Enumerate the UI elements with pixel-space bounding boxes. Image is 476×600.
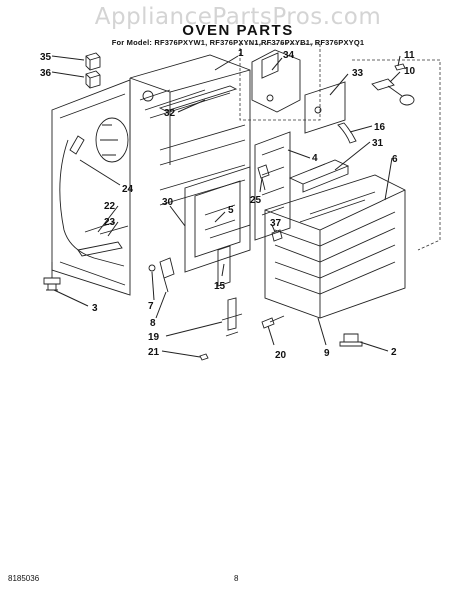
callout-33: 33	[352, 68, 364, 79]
diagram-title: OVEN PARTS	[182, 22, 294, 39]
callout-30: 30	[162, 197, 174, 208]
oven-parts-line-art	[43, 43, 441, 361]
callout-1: 1	[238, 48, 244, 59]
footer-page-number: 8	[234, 574, 239, 583]
callout-leader-lines	[51, 55, 401, 358]
callout-9: 9	[324, 348, 330, 359]
callout-7: 7	[148, 301, 154, 312]
callout-8: 8	[150, 318, 156, 329]
callout-32: 32	[164, 108, 176, 119]
callout-16: 16	[374, 122, 386, 133]
callout-34: 34	[283, 50, 295, 61]
callout-37: 37	[270, 218, 282, 229]
callout-5: 5	[228, 205, 234, 216]
callout-19: 19	[148, 332, 160, 343]
callout-24: 24	[122, 184, 134, 195]
callout-labels: 35 36 1 34 11 10 33 32 16 31 4 6 24 22 2…	[40, 48, 416, 361]
callout-25: 25	[250, 195, 262, 206]
callout-35: 35	[40, 52, 52, 63]
watermark: AppliancePartsPros.com	[94, 4, 382, 30]
callout-22: 22	[104, 201, 116, 212]
footer-document-number: 8185036	[8, 574, 40, 583]
callout-23: 23	[104, 217, 116, 228]
callout-36: 36	[40, 68, 52, 79]
callout-21: 21	[148, 347, 160, 358]
callout-31: 31	[372, 138, 384, 149]
callout-20: 20	[275, 350, 287, 361]
callout-10: 10	[404, 66, 416, 77]
model-line: For Model: RF376PXYW1, RF376PXYN1,RF376P…	[111, 38, 365, 47]
callout-6: 6	[392, 154, 398, 165]
callout-3: 3	[92, 303, 98, 314]
callout-15: 15	[214, 281, 226, 292]
callout-11: 11	[404, 50, 415, 61]
callout-4: 4	[312, 153, 318, 164]
callout-2: 2	[391, 347, 397, 358]
